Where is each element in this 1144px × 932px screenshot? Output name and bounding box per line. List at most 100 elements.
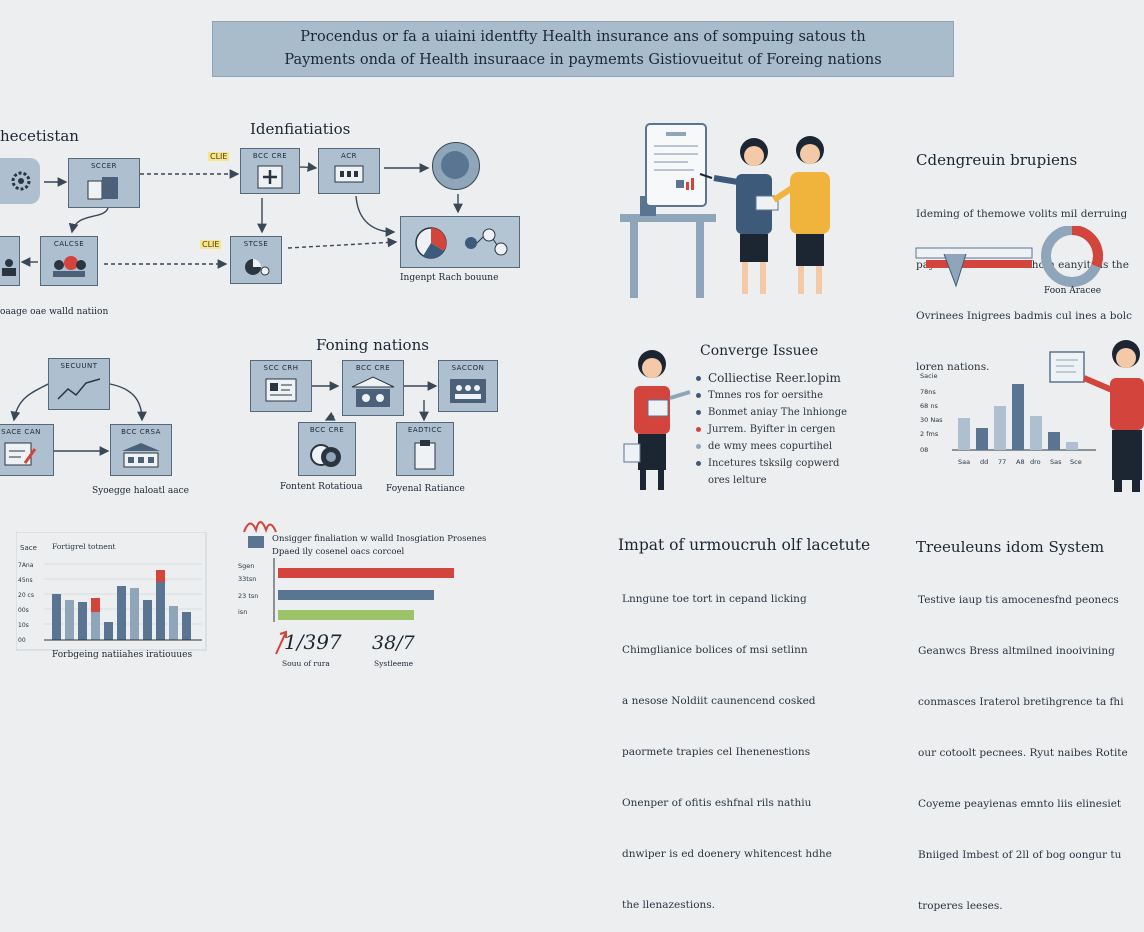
svg-text:Sgen: Sgen: [238, 562, 254, 570]
trend-arrow-icon: [275, 630, 287, 655]
clipboard-icon: [414, 440, 436, 470]
svg-text:33tsn: 33tsn: [238, 575, 256, 583]
node-sace-can: SACE CAN: [0, 424, 54, 476]
bank-icon: [122, 443, 160, 468]
svg-text:45ns: 45ns: [18, 577, 33, 584]
node-bcc-cre: BCC CRE: [240, 148, 300, 194]
stat-1-label: Souu of rura: [282, 659, 330, 668]
plus-icon: [257, 165, 283, 189]
node-stcse: STCSE: [230, 236, 282, 284]
svg-text:Sas: Sas: [1050, 458, 1062, 466]
svg-text:Sace: Sace: [20, 544, 37, 552]
right-top-title: Cdengreuin brupiens: [916, 151, 1078, 169]
svg-text:10s: 10s: [18, 622, 29, 629]
users-icon: [53, 256, 86, 277]
node-bcc-crsa: BCC CRSA: [110, 424, 172, 476]
list-item: Tmnes ros for oersithe: [696, 387, 847, 404]
svg-text:00: 00: [18, 637, 26, 644]
grid-icon: [450, 379, 486, 403]
svg-text:dd: dd: [980, 458, 988, 466]
institution-icon: [351, 376, 395, 407]
svg-text:7Ana: 7Ana: [18, 562, 34, 569]
flow1-title-left: hecetistan: [0, 127, 79, 145]
coverage-list: Colliectise Reer.lopim Tmnes ros for oer…: [696, 370, 847, 489]
woman-figure: [623, 350, 691, 490]
node-saccon: SACCON: [438, 360, 498, 412]
coins-icon: [310, 444, 341, 467]
svg-text:77: 77: [998, 458, 1006, 466]
stat-2-label: Systleeme: [374, 659, 414, 668]
tag-clie-mid: CLIE: [200, 240, 222, 249]
list-item: Incetures tsksilg copwerd: [696, 455, 847, 472]
svg-text:isn: isn: [238, 608, 247, 616]
coverage-title: Converge Issuee: [700, 343, 819, 359]
node-bcc-cre-3: BCC CRE: [298, 422, 356, 476]
list-item: Jurrem. Byifter in cergen: [696, 421, 847, 438]
target-node: [432, 142, 480, 190]
list-item: Colliectise Reer.lopim: [696, 370, 847, 387]
hbar-chart: Sgen 33tsn 23 tsn isn: [238, 558, 454, 622]
node-report: [400, 216, 520, 268]
person-icon: [2, 259, 16, 276]
flame-icon: [243, 521, 277, 548]
man-figure: [1049, 340, 1144, 492]
flow2-caption-right: Foyenal Ratiance: [386, 484, 465, 494]
node-bcc-cre-2: BCC CRE: [342, 360, 404, 416]
right-top-caption: Foon Aracee: [1044, 286, 1102, 296]
mini-bar-chart: Sacie 78ns 68 ns 30 Nas 2 fms 08 Saa dd …: [920, 372, 1096, 466]
line-chart-icon: [57, 378, 101, 400]
pie-icon: [245, 259, 270, 276]
svg-text:30 Nas: 30 Nas: [920, 416, 943, 424]
flow1-caption-left: oaage oae walld natiion: [0, 307, 109, 317]
presentation-illustration: [620, 123, 830, 298]
gear-icon: [11, 171, 31, 191]
right-top-graphic: [915, 226, 1103, 288]
treat-title: Treeuleuns idom System: [916, 538, 1105, 556]
node-calcse: CALCSE: [40, 236, 98, 286]
svg-text:A8: A8: [1016, 458, 1025, 466]
list-item: de wmy mees copurtihel: [696, 438, 847, 455]
hbar-sub: Dpaed ily cosenel oacs corcoel: [272, 547, 405, 557]
svg-text:78ns: 78ns: [920, 388, 936, 396]
svg-text:20 cs: 20 cs: [18, 592, 34, 599]
title-line-1: Procendus or fa a uiaini identfty Health…: [300, 29, 866, 45]
svg-text:23 tsn: 23 tsn: [238, 592, 258, 600]
building-icon: [87, 177, 118, 200]
form-icon: [265, 378, 297, 402]
node-left-edge: [0, 236, 20, 286]
svg-text:Fortigrel totnent: Fortigrel totnent: [52, 542, 116, 551]
bar-chart: Sace Fortigrel totnent 7Ana 45ns 20 cs 00s 1…: [16, 532, 207, 651]
flow2-caption-left: Syoegge haloatl aace: [92, 486, 189, 496]
node-scc-crh: SCC CRH: [250, 360, 312, 412]
analytics-icon: [415, 227, 508, 259]
impact-text: Lnngune toe tort in cepand licking Chimg…: [622, 593, 832, 911]
tag-clie-top: CLIE: [208, 152, 230, 161]
flow-connectors: [10, 162, 463, 456]
svg-text:2 fms: 2 fms: [920, 430, 939, 438]
svg-text:00s: 00s: [18, 607, 29, 614]
document-icon: [4, 442, 37, 466]
list-item: ores lelture: [708, 475, 767, 486]
stat-1: 1/397: [284, 630, 342, 654]
node-secuunt: SECUUNT: [48, 358, 110, 410]
title-banner: Procendus or fa a uiaini identfty Health…: [212, 21, 954, 77]
treat-text: Testive iaup tis amocenesfnd peonecs Gea…: [918, 594, 1128, 912]
svg-text:68 ns: 68 ns: [920, 402, 938, 410]
monitor-icon: [334, 165, 364, 183]
node-eadticc: EADTICC: [396, 422, 454, 476]
start-node: [0, 158, 40, 204]
title-line-2: Payments onda of Health insuraace in pay…: [284, 52, 882, 68]
impact-title: Impat of urmoucruh olf lacetute: [618, 536, 871, 554]
svg-text:dro: dro: [1030, 458, 1041, 466]
hbar-head: Onsigger finaliation w walld Inosgiation…: [272, 534, 487, 544]
flow1-caption-right: Ingenpt Rach bouune: [400, 273, 499, 283]
flow1-title-right: Idenfiatiatios: [250, 120, 351, 138]
svg-text:08: 08: [920, 446, 928, 454]
stat-2: 38/7: [372, 632, 415, 654]
flow2-caption-mid: Fontent Rotatioua: [280, 482, 363, 492]
node-sccer: SCCER: [68, 158, 140, 208]
svg-text:Sce: Sce: [1070, 458, 1082, 466]
flow2-title: Foning nations: [316, 336, 429, 354]
list-item: Bonmet aniay The lnhionge: [696, 404, 847, 421]
node-acr: ACR: [318, 148, 380, 194]
